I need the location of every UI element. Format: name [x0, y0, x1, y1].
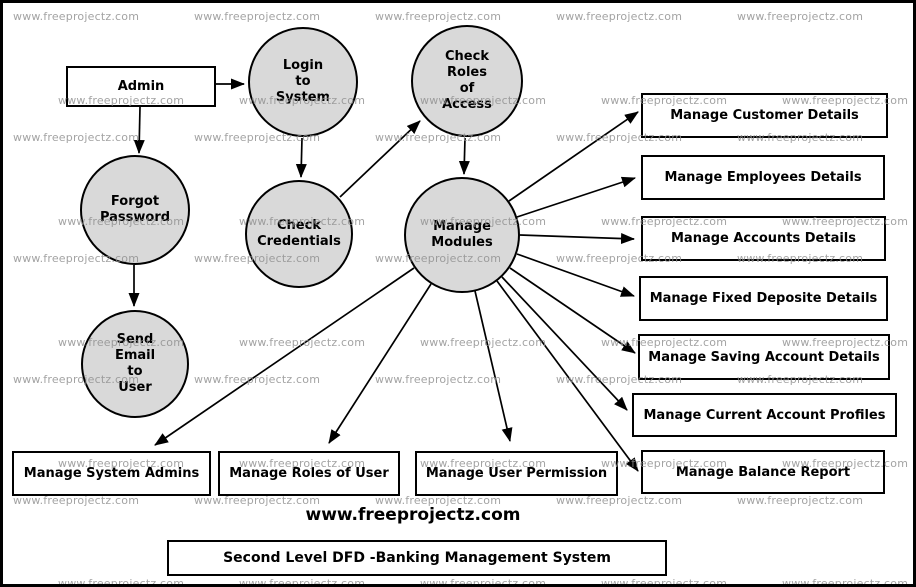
diagram-title: Second Level DFD -Banking Management Sys…: [223, 550, 611, 566]
process-check-credentials: Check Credentials: [245, 180, 353, 288]
process-forgot-password-label: Forgot Password: [99, 194, 171, 225]
store-manage-user-permission-label: Manage User Permission: [425, 466, 608, 481]
store-manage-user-permission: Manage User Permission: [415, 451, 618, 496]
entity-admin-label: Admin: [117, 79, 165, 94]
store-manage-system-admins-label: Manage System Admins: [23, 466, 200, 481]
store-manage-fixed-deposite-details-label: Manage Fixed Deposite Details: [649, 291, 878, 306]
process-check-credentials-label: Check Credentials: [257, 218, 341, 249]
store-manage-balance-report-label: Manage Balance Report: [675, 464, 851, 480]
store-manage-accounts-details: Manage Accounts Details: [641, 216, 886, 261]
store-manage-accounts-details-label: Manage Accounts Details: [670, 231, 857, 246]
node-layer: www.freeprojectz.com Second Level DFD -B…: [3, 3, 913, 584]
store-manage-saving-account-details: Manage Saving Account Details: [638, 334, 890, 380]
store-manage-employees-details-label: Manage Employees Details: [664, 170, 862, 185]
store-manage-roles-of-user: Manage Roles of User: [218, 451, 400, 496]
process-manage-modules: Manage Modules: [404, 177, 520, 293]
diagram-title-box: Second Level DFD -Banking Management Sys…: [167, 540, 667, 576]
store-manage-current-account-profiles-label: Manage Current Account Profiles: [643, 407, 886, 423]
process-manage-modules-label: Manage Modules: [431, 219, 493, 250]
site-caption: www.freeprojectz.com: [305, 505, 521, 525]
process-forgot-password: Forgot Password: [80, 155, 190, 265]
entity-admin: Admin: [66, 66, 216, 107]
store-manage-fixed-deposite-details: Manage Fixed Deposite Details: [639, 276, 888, 321]
store-manage-customer-details-label: Manage Customer Details: [670, 108, 859, 123]
process-check-roles-of-access: Check Roles of Access: [411, 25, 523, 137]
store-manage-balance-report: Manage Balance Report: [641, 450, 885, 494]
store-manage-system-admins: Manage System Admins: [12, 451, 211, 496]
process-check-roles-of-access-label: Check Roles of Access: [442, 49, 492, 112]
process-send-email-to-user: Send Email to User: [81, 310, 189, 418]
process-send-email-to-user-label: Send Email to User: [114, 332, 156, 395]
store-manage-roles-of-user-label: Manage Roles of User: [229, 466, 389, 481]
store-manage-saving-account-details-label: Manage Saving Account Details: [648, 349, 880, 365]
store-manage-current-account-profiles: Manage Current Account Profiles: [632, 393, 897, 437]
process-login-to-system-label: Login to System: [275, 58, 331, 105]
process-login-to-system: Login to System: [248, 27, 358, 137]
store-manage-customer-details: Manage Customer Details: [641, 93, 888, 138]
store-manage-employees-details: Manage Employees Details: [641, 155, 885, 200]
